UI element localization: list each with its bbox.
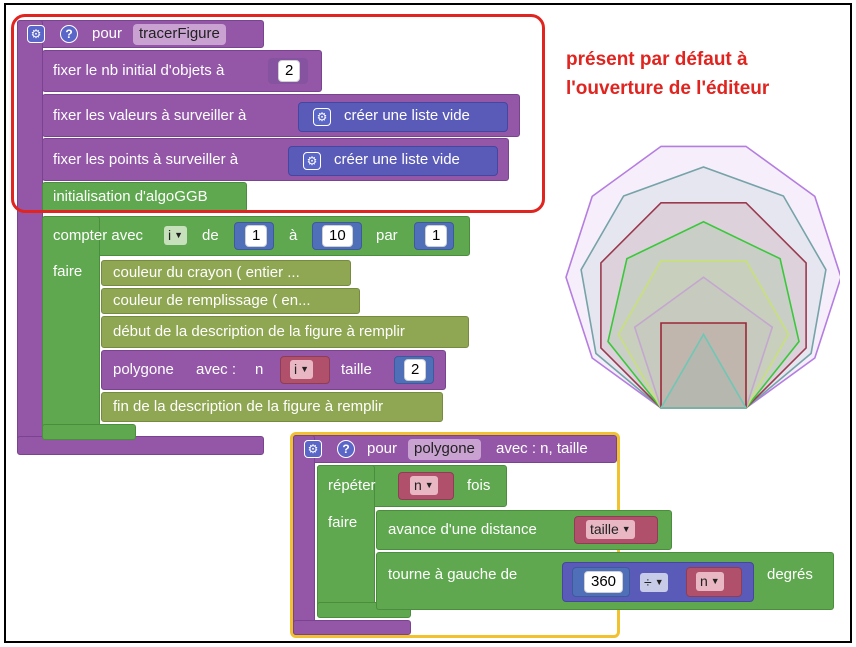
loop-by-value[interactable]: 1 bbox=[425, 225, 448, 247]
repeat-label: répéter bbox=[328, 477, 376, 494]
begin-figure-block[interactable] bbox=[101, 316, 469, 348]
loop-to-value[interactable]: 10 bbox=[322, 225, 353, 247]
annotation-line-2: l'ouverture de l'éditeur bbox=[566, 78, 770, 99]
gear-icon[interactable]: ⚙ bbox=[303, 152, 321, 170]
loop-from-label: de bbox=[202, 227, 219, 244]
empty-list-label-2: créer une liste vide bbox=[334, 151, 460, 168]
variable-n-dropdown[interactable]: n▼ bbox=[410, 476, 438, 495]
help-icon[interactable]: ? bbox=[60, 25, 78, 43]
loop-by-label: par bbox=[376, 227, 398, 244]
empty-list-label-1: créer une liste vide bbox=[344, 107, 470, 124]
turn-number-value[interactable]: 360 bbox=[584, 571, 624, 593]
variable-taille-dropdown[interactable]: taille▼ bbox=[586, 520, 635, 539]
loop-variable-dropdown[interactable]: i▼ bbox=[164, 226, 188, 245]
polygon-call-with: avec : bbox=[196, 361, 237, 378]
help-icon[interactable]: ? bbox=[337, 440, 355, 458]
init-algoggb-label: initialisation d'algoGGB bbox=[53, 188, 208, 205]
variable-i-dropdown[interactable]: i▼ bbox=[290, 360, 314, 379]
procedure-spine bbox=[17, 20, 43, 454]
gear-icon[interactable]: ⚙ bbox=[313, 108, 331, 126]
set-watched-points-label: fixer les points à surveiller à bbox=[53, 151, 239, 168]
polygon-procedure-keyword: pour bbox=[367, 440, 398, 457]
empty-list-block-2[interactable] bbox=[288, 146, 498, 176]
empty-list-block-1[interactable] bbox=[298, 102, 508, 132]
gear-icon[interactable]: ⚙ bbox=[27, 25, 45, 43]
nested-polygons-figure bbox=[565, 145, 840, 409]
polygon-procedure-params: avec : n, taille bbox=[496, 440, 588, 457]
procedure-keyword: pour bbox=[92, 25, 123, 42]
set-initial-objects-label: fixer le nb initial d'objets à bbox=[53, 62, 225, 79]
count-loop-label: compter avec bbox=[53, 227, 144, 244]
polygon-group bbox=[565, 145, 840, 409]
set-watched-values-label: fixer les valeurs à surveiller à bbox=[53, 107, 247, 124]
advance-label: avance d'une distance bbox=[388, 521, 537, 538]
end-figure-block[interactable] bbox=[101, 392, 443, 422]
repeat-do-label: faire bbox=[328, 514, 358, 531]
repeat-block-spine bbox=[317, 465, 375, 617]
screenshot-frame bbox=[4, 3, 852, 643]
count-loop-footer bbox=[42, 424, 136, 440]
fill-color-label: couleur de remplissage ( en... bbox=[113, 292, 311, 309]
procedure-name-field[interactable]: tracerFigure bbox=[133, 24, 226, 45]
loop-to-label: à bbox=[289, 227, 298, 244]
polygon-3-sides bbox=[659, 332, 748, 409]
turn-suffix: degrés bbox=[767, 566, 813, 583]
polygon-call-size-label: taille bbox=[341, 361, 372, 378]
default-blocks-highlight bbox=[11, 14, 545, 213]
repeat-suffix: fois bbox=[467, 477, 491, 494]
turn-left-label: tourne à gauche de bbox=[388, 566, 518, 583]
variable-n-dropdown-2[interactable]: n▼ bbox=[696, 572, 724, 591]
polygon-8-sides bbox=[600, 201, 807, 409]
procedure-footer bbox=[17, 436, 264, 455]
loop-do-label: faire bbox=[53, 263, 83, 280]
polygon-procedure-spine bbox=[293, 435, 315, 635]
gear-icon[interactable]: ⚙ bbox=[304, 440, 322, 458]
polygon-call-n-label: n bbox=[255, 361, 264, 378]
polygon-call-block[interactable] bbox=[101, 350, 446, 390]
polygon-size-value[interactable]: 2 bbox=[404, 359, 427, 381]
polygon-9-sides bbox=[580, 166, 827, 409]
loop-from-value[interactable]: 1 bbox=[245, 225, 268, 247]
pen-color-label: couleur du crayon ( entier ... bbox=[113, 264, 300, 281]
end-figure-label: fin de la description de la figure à rem… bbox=[113, 398, 384, 415]
fill-color-block[interactable] bbox=[101, 288, 360, 314]
count-loop-spine bbox=[42, 216, 100, 439]
initial-objects-value[interactable]: 2 bbox=[278, 60, 301, 82]
polygon-procedure-name-field[interactable]: polygone bbox=[408, 439, 481, 460]
division-operator-dropdown[interactable]: ÷▼ bbox=[640, 573, 668, 592]
annotation-line-1: présent par défaut à bbox=[566, 49, 748, 70]
polygon-procedure-footer bbox=[293, 620, 411, 635]
begin-figure-label: début de la description de la figure à r… bbox=[113, 323, 405, 340]
pen-color-block[interactable] bbox=[101, 260, 351, 286]
polygon-call-label: polygone bbox=[113, 361, 174, 378]
